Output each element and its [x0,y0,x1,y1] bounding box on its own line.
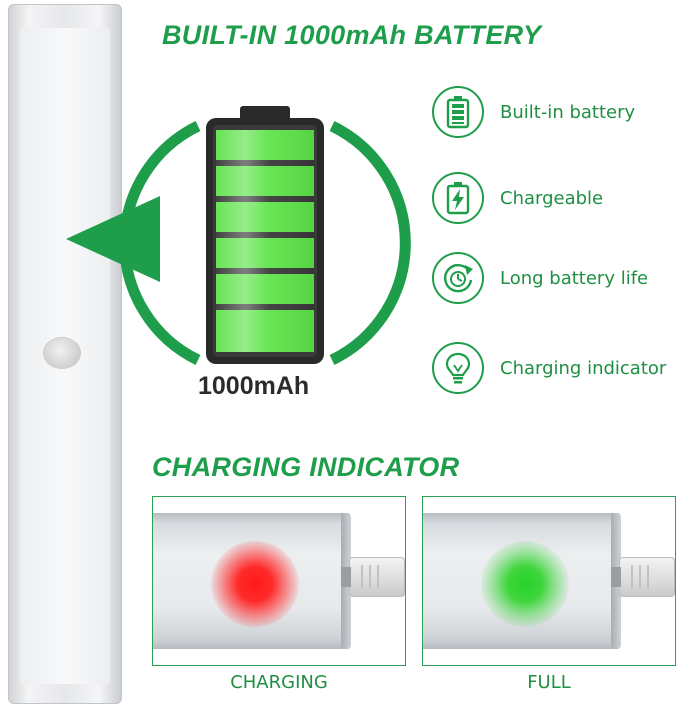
section-title: CHARGING INDICATOR [152,452,460,482]
feature-label: Long battery life [500,267,649,289]
caption-full: FULL [527,672,571,693]
panel-charging [152,496,406,666]
caption-charging: CHARGING [230,672,328,693]
indicator-light-red [211,541,299,627]
charging-battery-icon [432,172,484,224]
capacity-label: 1000mAh [198,372,310,400]
battery-cells [216,130,314,352]
usb-plug-icon [611,557,675,597]
battery-icon [432,86,484,138]
feature-charging-indicator: Charging indicator [432,340,666,396]
feature-label: Chargeable [500,187,604,209]
battery-graphic [66,106,411,365]
pointer-triangle [66,196,160,282]
right-arc [329,121,411,365]
panel-full [422,496,676,666]
feature-built-in-battery: Built-in battery [432,84,635,140]
feature-chargeable: Chargeable [432,170,603,226]
usb-plug-icon [341,557,405,597]
light-bulb-icon [432,342,484,394]
clock-refresh-icon [432,252,484,304]
feature-label: Charging indicator [500,357,667,379]
feature-label: Built-in battery [500,101,636,123]
indicator-light-green [481,541,569,627]
feature-long-battery-life: Long battery life [432,250,648,306]
motion-sensor [44,338,80,368]
page-title: BUILT-IN 1000mAh BATTERY [162,20,542,50]
